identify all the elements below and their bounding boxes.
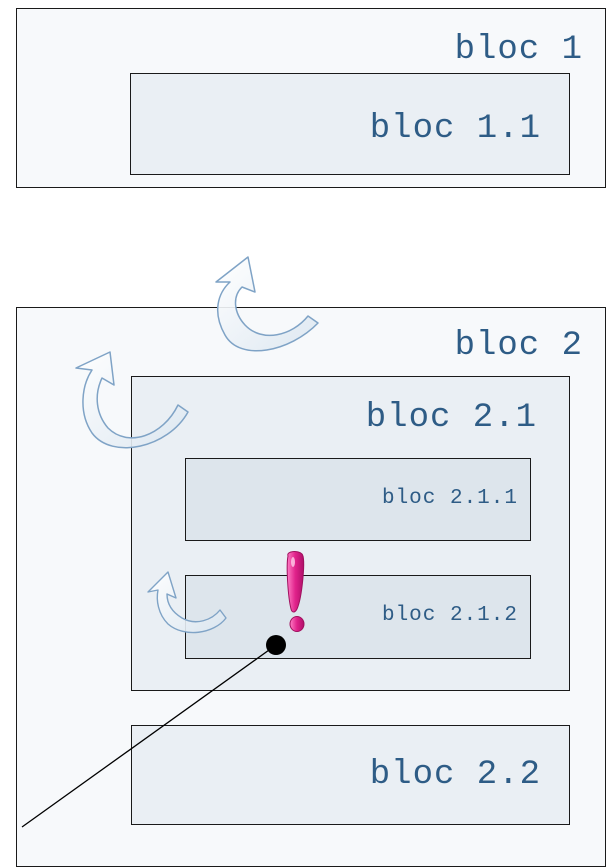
- bloc-2-1-2: bloc 2.1.2: [185, 575, 531, 659]
- bloc-1-1-label: bloc 1.1: [369, 110, 541, 148]
- bloc-2-1-2-label: bloc 2.1.2: [381, 604, 518, 627]
- bloc-2-2: bloc 2.2: [131, 725, 570, 825]
- bloc-1-1: bloc 1.1: [130, 73, 570, 175]
- bloc-2-2-label: bloc 2.2: [369, 756, 541, 794]
- bloc-2-1-label: bloc 2.1: [365, 399, 537, 437]
- bloc-1-label: bloc 1: [454, 31, 583, 69]
- bloc-2-1-1: bloc 2.1.1: [185, 458, 531, 541]
- bloc-2-1-1-label: bloc 2.1.1: [381, 487, 518, 510]
- bloc-2-label: bloc 2: [454, 327, 583, 365]
